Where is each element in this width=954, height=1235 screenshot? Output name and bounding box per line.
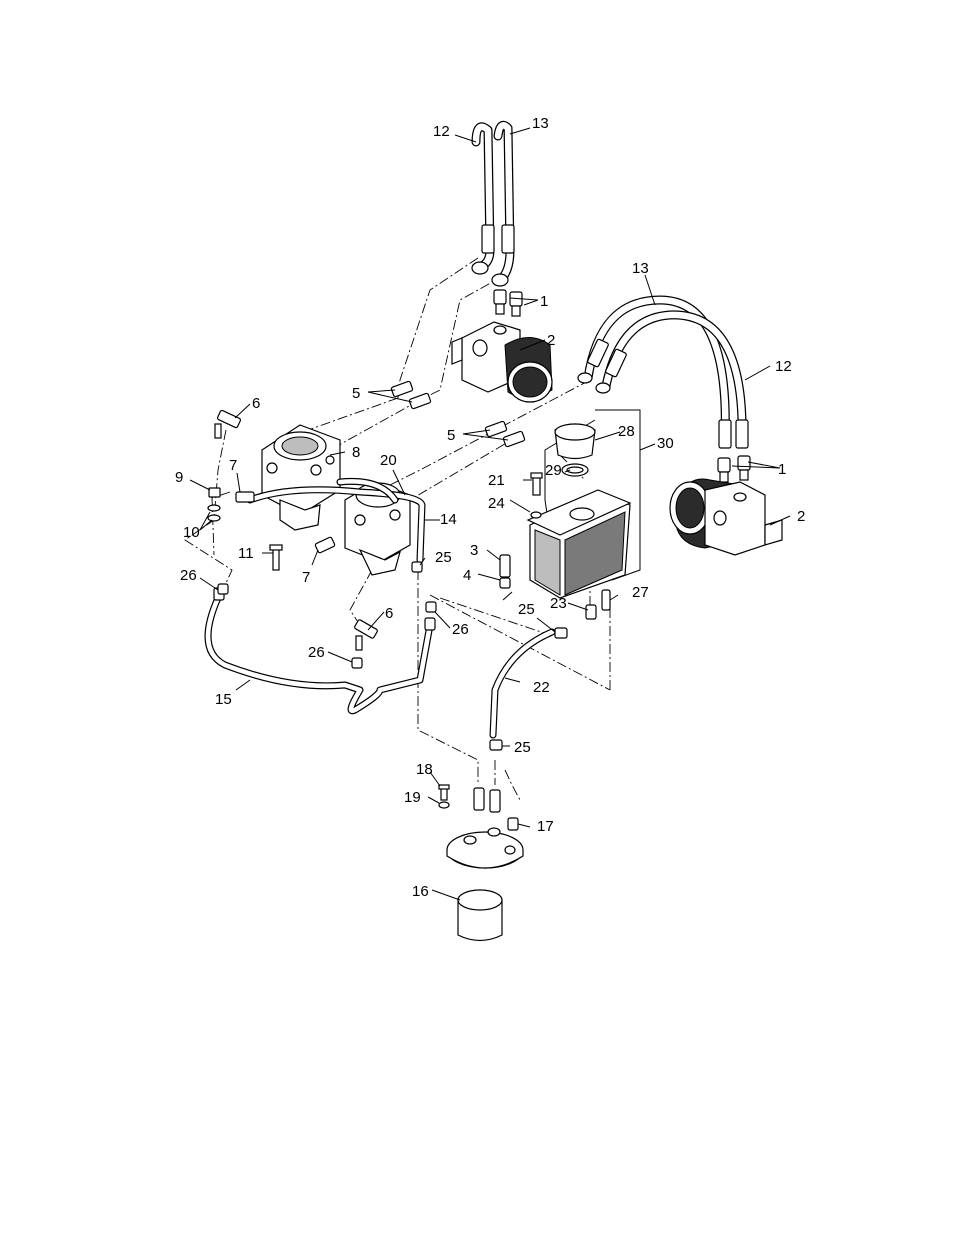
callout-25-mid: 25: [518, 601, 535, 618]
callout-13-top: 13: [532, 115, 549, 132]
fittings-5: [390, 380, 526, 448]
callout-25-left: 25: [435, 549, 452, 566]
hydraulic-motor-top: [451, 321, 553, 403]
hydraulic-reservoir: [526, 489, 632, 599]
fittings-right-motor: [717, 455, 751, 483]
callout-28: 28: [618, 423, 635, 440]
callout-8: 8: [352, 444, 360, 461]
callout-26-right: 26: [452, 621, 469, 638]
callout-1-right: 1: [778, 461, 786, 478]
fitting-6-upper: [214, 409, 242, 439]
callout-18: 18: [416, 761, 433, 778]
callout-2-top: 2: [547, 332, 555, 349]
filter-element: [457, 889, 503, 942]
callout-25-lower: 25: [514, 739, 531, 756]
callout-6-lower: 6: [385, 605, 393, 622]
callout-7-upper: 7: [229, 457, 237, 474]
callout-12-right: 12: [775, 358, 792, 375]
fittings-top-motor: [493, 289, 523, 317]
hardware-9-10-11: [207, 487, 283, 571]
callout-27: 27: [632, 584, 649, 601]
hose-22: [489, 628, 556, 739]
callout-7-lower: 7: [302, 569, 310, 586]
hydraulic-hose-pair-right: [577, 295, 749, 449]
callout-24: 24: [488, 495, 505, 512]
callout-5-left: 5: [352, 385, 360, 402]
hydraulic-pump-left: [261, 424, 341, 531]
callout-3: 3: [470, 542, 478, 559]
filter-head-hardware: [438, 784, 450, 809]
callout-4: 4: [463, 567, 471, 584]
callout-5-right: 5: [447, 427, 455, 444]
callout-1-top: 1: [540, 293, 548, 310]
filter-head: [446, 787, 524, 869]
callout-14: 14: [440, 511, 457, 528]
reservoir-cap: [554, 423, 596, 477]
callout-26-left: 26: [180, 567, 197, 584]
callout-13-right: 13: [632, 260, 649, 277]
callout-15: 15: [215, 691, 232, 708]
hose-14: [246, 477, 426, 564]
callout-12-top: 12: [433, 123, 450, 140]
callout-26-mid: 26: [308, 644, 325, 661]
hydraulic-motor-right: [669, 478, 783, 556]
hydraulic-hose-pair-top: [471, 120, 515, 287]
callout-30: 30: [657, 435, 674, 452]
fittings-7: [235, 491, 336, 554]
callout-22: 22: [533, 679, 550, 696]
alignment-lines: [184, 257, 611, 801]
fitting-6-lower: [354, 619, 378, 651]
callout-23: 23: [550, 595, 567, 612]
callout-6-upper: 6: [252, 395, 260, 412]
clamps: [217, 561, 568, 751]
callout-9: 9: [175, 469, 183, 486]
reservoir-hardware: [499, 472, 543, 589]
callout-2-right: 2: [797, 508, 805, 525]
callout-17: 17: [537, 818, 554, 835]
callout-19: 19: [404, 789, 421, 806]
leader-lines: [189, 127, 791, 901]
callout-11: 11: [238, 545, 254, 562]
callout-29: 29: [545, 462, 562, 479]
callout-20: 20: [380, 452, 397, 469]
callout-21: 21: [488, 472, 505, 489]
callout-16: 16: [412, 883, 429, 900]
part-callouts: 12 13 1 2 5 5 6 8 7 9 10 11 7 20 14 25 2…: [175, 115, 805, 900]
fittings-23-27: [585, 589, 611, 620]
callout-10: 10: [183, 524, 200, 541]
